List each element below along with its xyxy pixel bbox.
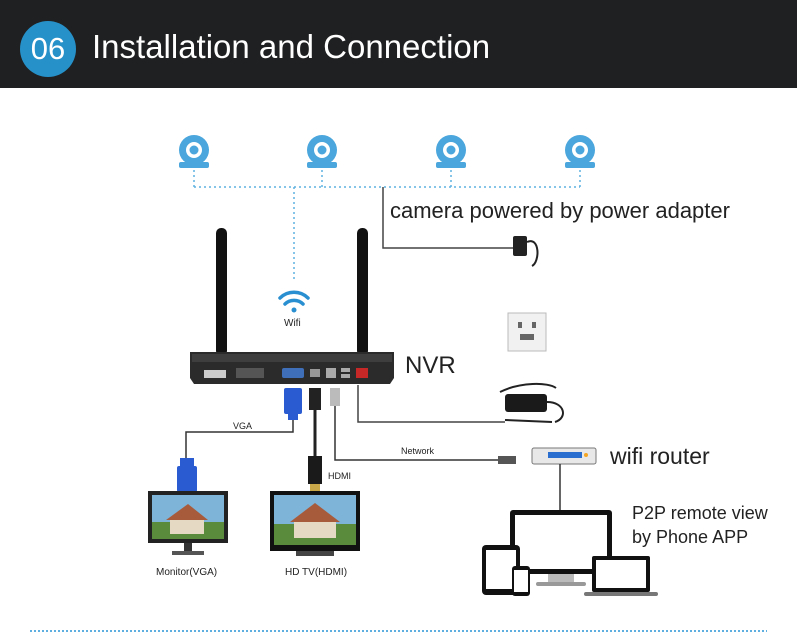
network-cable: [330, 388, 516, 464]
router-icon: [531, 447, 597, 465]
nvr-power-line: [357, 385, 505, 423]
wireless-links: [193, 170, 581, 282]
antenna-icon: [216, 228, 368, 356]
camera-icon: [179, 135, 209, 168]
p2p-label-line1: P2P remote view: [632, 503, 768, 523]
vga-label: VGA: [233, 421, 253, 431]
desktop-monitor-icon: [510, 510, 612, 586]
camera-icon: [436, 135, 466, 168]
laptop-icon: [584, 556, 658, 596]
tablet-icon: [482, 545, 520, 595]
camera-icon: [565, 135, 595, 168]
p2p-label-line2: by Phone APP: [632, 527, 749, 547]
tv-icon: [270, 491, 360, 556]
hdmi-cable: [308, 388, 322, 492]
phone-icon: [512, 566, 530, 596]
camera-icon: [307, 135, 337, 168]
nvr-label: NVR: [405, 352, 456, 379]
camera-power-line: [382, 187, 520, 249]
wifi-label: Wifi: [284, 318, 301, 329]
monitor-icon: [148, 491, 228, 555]
wall-socket-icon: [507, 312, 547, 352]
page-title: Installation and Connection: [92, 28, 491, 65]
vga-cable: [177, 388, 302, 492]
hdmi-label: HDMI: [328, 471, 351, 481]
step-badge: 06: [20, 21, 76, 77]
nvr-device: [190, 352, 394, 384]
network-label: Network: [401, 446, 435, 456]
monitor-label: Monitor(VGA): [156, 567, 218, 578]
header-bar: 06 Installation and Connection: [0, 0, 797, 88]
power-adapter-icon: [513, 236, 539, 267]
wifi-icon: [278, 290, 310, 313]
wifi-router-label: wifi router: [610, 443, 710, 469]
hdtv-label: HD TV(HDMI): [285, 567, 348, 578]
camera-power-label: camera powered by power adapter: [390, 198, 730, 223]
nvr-power-adapter-icon: [499, 382, 564, 423]
